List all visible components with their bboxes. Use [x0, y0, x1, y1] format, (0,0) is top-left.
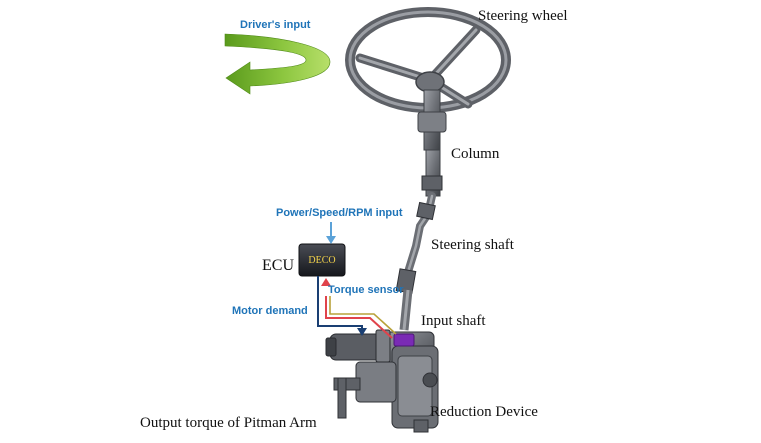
torque-sensor-icon: [393, 333, 415, 347]
reduction-device: [333, 331, 439, 433]
ecu-box: [298, 243, 346, 277]
ecu-badge: DECO: [308, 255, 336, 266]
curved-arrow-icon: [224, 33, 331, 95]
reduction-device-label: Reduction Device: [430, 404, 538, 420]
ecu-label: ECU: [262, 257, 294, 274]
column-label: Column: [451, 146, 500, 162]
motor-demand-wire: [317, 276, 367, 336]
electric-motor: [325, 329, 391, 363]
drivers-input-label: Driver's input: [240, 19, 311, 31]
input-shaft-label: Input shaft: [421, 313, 486, 329]
output-torque-label: Output torque of Pitman Arm: [140, 415, 317, 431]
torque-sensor-wire: [321, 278, 397, 339]
steering-wheel-label: Steering wheel: [478, 8, 568, 24]
steering-shaft: [395, 192, 436, 331]
torque-sensor-label: Torque sensor: [328, 284, 404, 296]
steering-shaft-label: Steering shaft: [431, 237, 514, 253]
steering-column: [417, 89, 447, 197]
motor-demand-label: Motor demand: [232, 305, 308, 317]
down-arrow-icon: [326, 222, 336, 244]
power-input-label: Power/Speed/RPM input: [276, 207, 403, 219]
